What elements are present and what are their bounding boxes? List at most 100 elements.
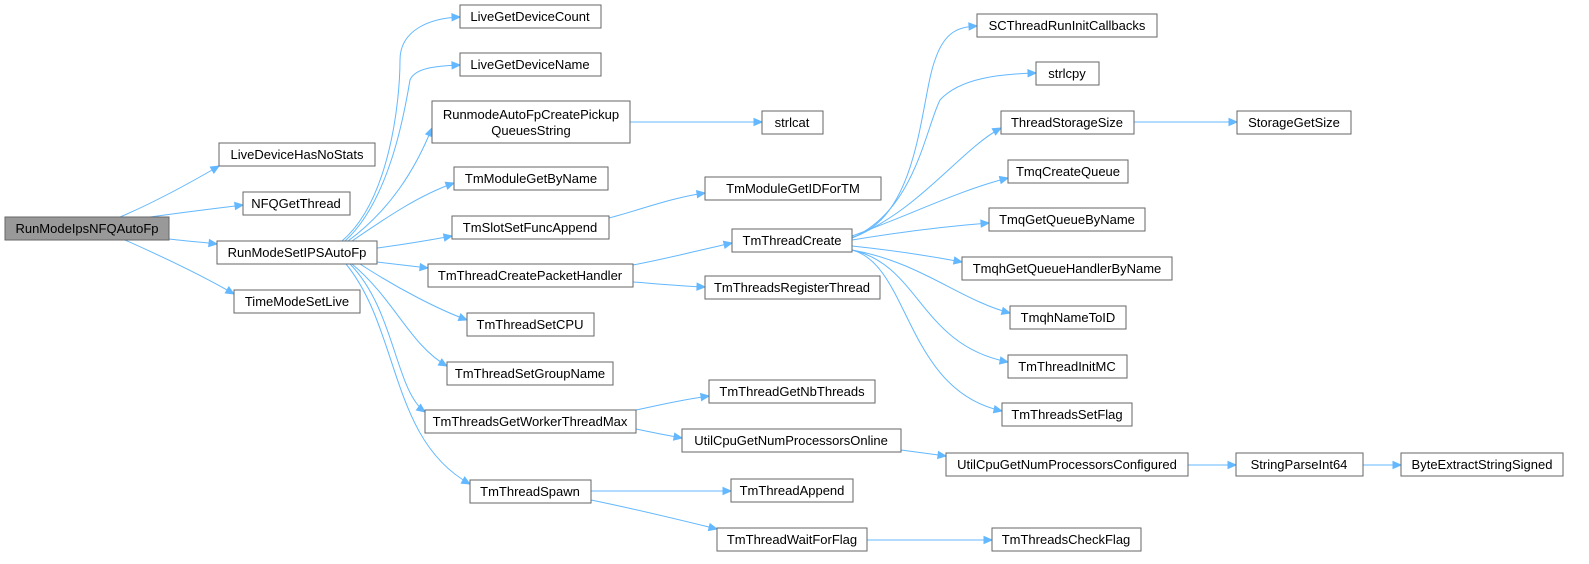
node-livegetdevicecount[interactable]: LiveGetDeviceCount <box>459 4 602 29</box>
node-label: strlcpy <box>1048 66 1086 81</box>
node-tmqcreatequeue[interactable]: TmqCreateQueue <box>1007 159 1129 184</box>
node-tmthreadssetflag[interactable]: TmThreadsSetFlag <box>1001 402 1133 427</box>
arrowhead-spawn-waitforflag <box>707 522 719 532</box>
node-utilcpugetnumprocessorsconfigured[interactable]: UtilCpuGetNumProcessorsConfigured <box>945 452 1189 477</box>
edge-create-tmqgetbyname <box>851 222 990 241</box>
node-label: TmThreadsSetFlag <box>1011 407 1122 422</box>
node-tmthreadappend[interactable]: TmThreadAppend <box>730 478 854 503</box>
node-label: TimeModeSetLive <box>245 294 349 309</box>
arrowhead-create-threadstorage <box>991 127 1003 136</box>
arrowhead-pickup-strlcat <box>753 117 764 127</box>
edge-setips-livegetdevicename <box>344 64 461 242</box>
node-label-line-1: RunmodeAutoFpCreatePickup <box>443 107 619 122</box>
node-tmthreadspawn[interactable]: TmThreadSpawn <box>469 479 592 504</box>
arrowhead-setips-tmthreadsetgroup <box>437 358 449 367</box>
node-label: TmqCreateQueue <box>1016 164 1120 179</box>
node-tmthreadwaitforflag[interactable]: TmThreadWaitForFlag <box>716 527 868 552</box>
node-label: LiveGetDeviceName <box>470 57 589 72</box>
edge-root-nfqgetthread <box>149 204 244 218</box>
node-strlcat[interactable]: strlcat <box>761 110 824 135</box>
edge-setips-tmmodulegetbyname <box>351 182 455 242</box>
node-runmodesetipsautofp[interactable]: RunModeSetIPSAutoFp <box>216 240 378 265</box>
node-label: TmqhGetQueueHandlerByName <box>973 261 1162 276</box>
arrowhead-ph-tmthreadcreate <box>722 240 734 249</box>
node-livedevicehasnostats[interactable]: LiveDeviceHasNoStats <box>218 142 376 167</box>
node-tmmodulegetbyname[interactable]: TmModuleGetByName <box>453 166 609 191</box>
node-tmmodulegetidfortm[interactable]: TmModuleGetIDForTM <box>704 176 882 201</box>
edge-create-tmqhnametoid <box>851 249 1011 314</box>
arrowhead-create-tmqgetbyname <box>980 219 991 228</box>
arrowhead-worker-nbthreads <box>699 392 711 402</box>
arrowhead-root-nfqgetthread <box>234 201 245 211</box>
node-timemodesetlive[interactable]: TimeModeSetLive <box>233 289 361 314</box>
arrowhead-setips-tmthreadspawn <box>460 476 472 485</box>
node-utilcpugetnumprocessorsonline[interactable]: UtilCpuGetNumProcessorsOnline <box>681 428 902 453</box>
edge-setips-tmthreadsetcpu <box>359 263 468 321</box>
node-scthreadruninitcallbacks[interactable]: SCThreadRunInitCallbacks <box>976 13 1158 38</box>
node-tmthreadsetgroupname[interactable]: TmThreadSetGroupName <box>446 361 614 386</box>
node-label: strlcat <box>775 115 810 130</box>
arrowhead-threadstorage-storagegetsize <box>1228 117 1239 127</box>
arrowhead-slot-tmmoduleid <box>695 189 707 199</box>
node-tmthreadgetnbthreads[interactable]: TmThreadGetNbThreads <box>708 379 876 404</box>
node-label: NFQGetThread <box>251 196 341 211</box>
node-runmodeipsnfqautofp[interactable]: RunModeIpsNFQAutoFp <box>4 216 170 241</box>
arrowhead-cpuonline-cpuconfigured <box>937 450 948 460</box>
node-label: ThreadStorageSize <box>1011 115 1123 130</box>
node-strlcpy[interactable]: strlcpy <box>1035 61 1100 86</box>
node-label: RunModeSetIPSAutoFp <box>228 245 367 260</box>
node-label: TmThreadWaitForFlag <box>727 532 857 547</box>
node-livegetdevicename[interactable]: LiveGetDeviceName <box>459 52 602 77</box>
node-tmthreadsetcpu[interactable]: TmThreadSetCPU <box>466 312 595 337</box>
node-tmthreadsregisterthread[interactable]: TmThreadsRegisterThread <box>704 275 881 300</box>
node-tmqhgetqueuehandlerbyname[interactable]: TmqhGetQueueHandlerByName <box>961 256 1173 281</box>
node-label: TmModuleGetIDForTM <box>726 181 860 196</box>
node-tmthreadinitmc[interactable]: TmThreadInitMC <box>1007 354 1128 379</box>
edge-setips-tmworkermax <box>349 263 426 413</box>
node-stringparseint64[interactable]: StringParseInt64 <box>1235 452 1364 477</box>
edge-create-strlcpy <box>851 72 1037 239</box>
node-label: StringParseInt64 <box>1251 457 1348 472</box>
call-nodes: RunModeIpsNFQAutoFp LiveDeviceHasNoStats… <box>4 4 1564 552</box>
edge-spawn-waitforflag <box>590 499 718 530</box>
node-threadstoragesize[interactable]: ThreadStorageSize <box>1000 110 1135 135</box>
edge-ph-tmthreadcreate <box>632 242 733 266</box>
arrowhead-setips-tmthreadcreateph <box>419 262 430 272</box>
arrowhead-create-scruninit <box>968 22 979 31</box>
node-tmthreadsgetworkerthreadmax[interactable]: TmThreadsGetWorkerThreadMax <box>424 409 637 434</box>
node-label: TmThreadCreate <box>743 233 842 248</box>
edge-root-timemodesetlive <box>124 239 235 295</box>
node-label: SCThreadRunInitCallbacks <box>989 18 1146 33</box>
arrowhead-create-tmsetflag <box>992 405 1004 414</box>
node-label: TmThreadsGetWorkerThreadMax <box>433 414 628 429</box>
arrowhead-create-tmqcreate <box>998 175 1010 185</box>
node-label: StorageGetSize <box>1248 115 1340 130</box>
node-nfqgetthread[interactable]: NFQGetThread <box>242 191 351 216</box>
call-edges <box>119 13 1403 545</box>
arrowhead-setips-livegetdevicecount <box>451 13 462 22</box>
edge-create-tmsetflag <box>851 249 1003 412</box>
node-tmthreadscheckflag[interactable]: TmThreadsCheckFlag <box>991 527 1142 552</box>
node-runmodeautofpcreatepickupqueuesstring[interactable]: RunmodeAutoFpCreatePickup QueuesString <box>431 100 631 144</box>
arrowhead-ph-tmthreadsregister <box>696 282 707 291</box>
node-label: LiveDeviceHasNoStats <box>231 147 364 162</box>
node-tmthreadcreate[interactable]: TmThreadCreate <box>731 228 853 253</box>
node-label: TmThreadSetGroupName <box>455 366 605 381</box>
node-tmslotsetfuncappend[interactable]: TmSlotSetFuncAppend <box>451 215 610 240</box>
node-label: TmThreadGetNbThreads <box>719 384 865 399</box>
edge-root-livedevicehasnostats <box>119 165 220 218</box>
node-label: TmSlotSetFuncAppend <box>463 220 597 235</box>
node-storagegetsize[interactable]: StorageGetSize <box>1236 110 1352 135</box>
node-byteextractstringsigned[interactable]: ByteExtractStringSigned <box>1400 452 1564 477</box>
edge-create-tminitmc <box>851 249 1009 363</box>
edge-setips-tmthreadspawn <box>345 263 471 485</box>
node-label: TmThreadInitMC <box>1018 359 1116 374</box>
arrowhead-create-strlcpy <box>1027 68 1038 78</box>
node-tmqhnametoid[interactable]: TmqhNameToID <box>1009 305 1127 330</box>
edge-ph-tmthreadsregister <box>632 281 706 288</box>
node-tmthreadcreatepackethandler[interactable]: TmThreadCreatePacketHandler <box>427 263 634 288</box>
arrowhead-stringparse-byteextract <box>1392 460 1403 470</box>
edge-create-tmqhgethandler <box>851 245 963 263</box>
node-label: RunModeIpsNFQAutoFp <box>15 221 158 236</box>
node-tmqgetqueuebyname[interactable]: TmqGetQueueByName <box>988 207 1146 232</box>
